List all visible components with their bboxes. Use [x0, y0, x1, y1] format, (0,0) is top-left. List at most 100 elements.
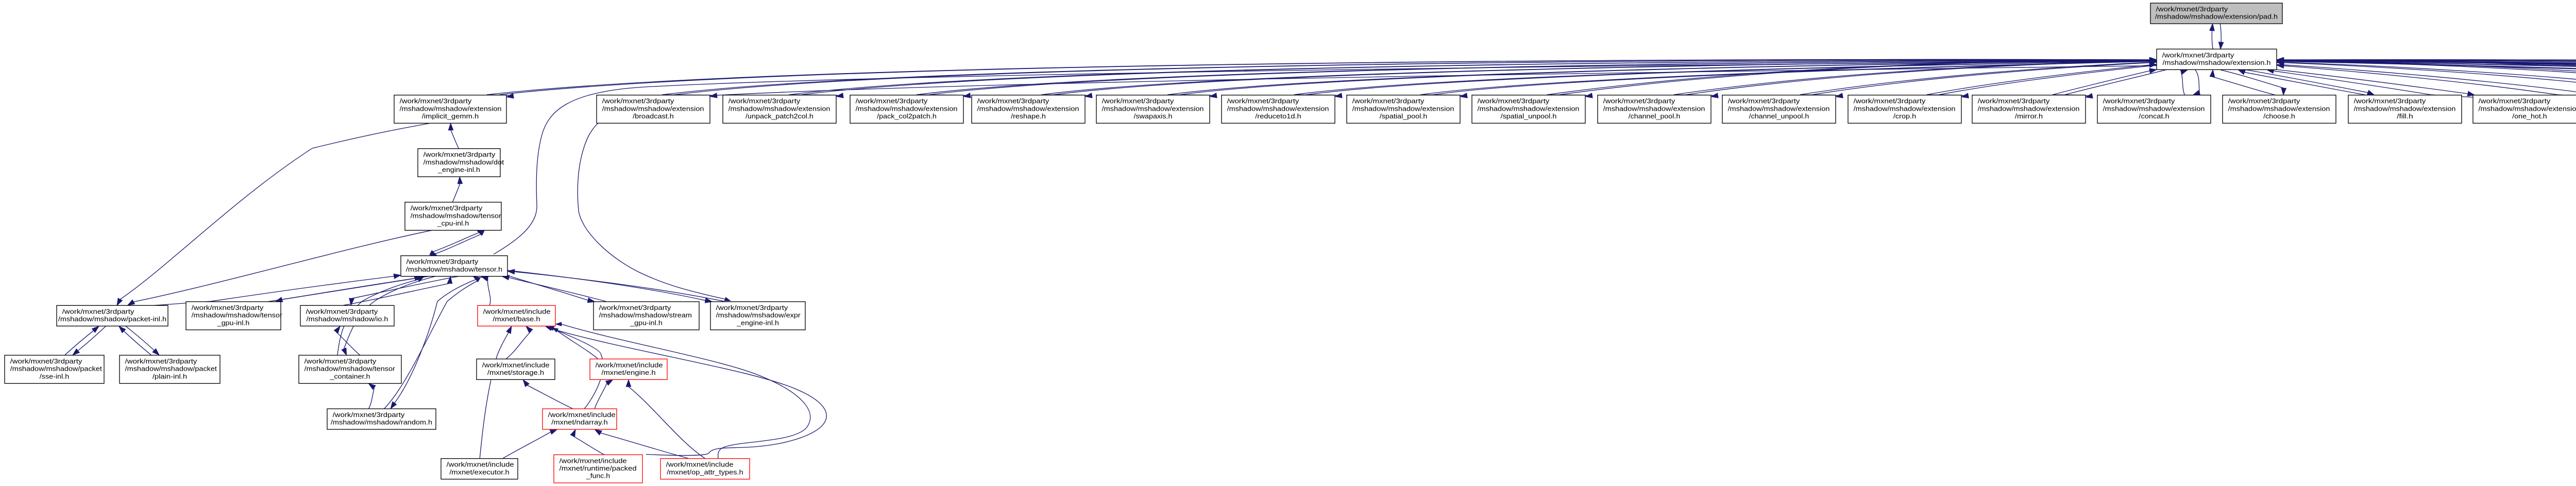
svg-text:/work/mxnet/include: /work/mxnet/include [548, 411, 616, 419]
svg-text:/mxnet/runtime/packed: /mxnet/runtime/packed [560, 464, 637, 472]
svg-text:/mshadow/mshadow/extension: /mshadow/mshadow/extension [1603, 105, 1705, 112]
svg-text:/work/mxnet/3rdparty: /work/mxnet/3rdparty [2479, 97, 2551, 105]
svg-text:_gpu-inl.h: _gpu-inl.h [630, 319, 663, 326]
svg-text:/work/mxnet/3rdparty: /work/mxnet/3rdparty [1102, 97, 1174, 105]
svg-text:/mshadow/mshadow/expr: /mshadow/mshadow/expr [716, 311, 801, 319]
svg-text:_gpu-inl.h: _gpu-inl.h [217, 319, 250, 326]
svg-text:_engine-inl.h: _engine-inl.h [736, 319, 779, 326]
svg-text:/one_hot.h: /one_hot.h [2512, 112, 2547, 120]
svg-text:/mshadow/mshadow/extension: /mshadow/mshadow/extension [856, 105, 958, 112]
svg-text:/mshadow/mshadow/extension: /mshadow/mshadow/extension [2228, 105, 2330, 112]
svg-text:/work/mxnet/3rdparty: /work/mxnet/3rdparty [716, 304, 788, 311]
svg-text:/work/mxnet/3rdparty: /work/mxnet/3rdparty [1728, 97, 1800, 105]
svg-text:/mshadow/mshadow/extension: /mshadow/mshadow/extension [602, 105, 704, 112]
svg-text:/work/mxnet/3rdparty: /work/mxnet/3rdparty [599, 304, 671, 311]
svg-text:/mshadow/mshadow/tensor: /mshadow/mshadow/tensor [411, 212, 502, 219]
svg-text:/mxnet/ndarray.h: /mxnet/ndarray.h [551, 419, 608, 426]
svg-text:/work/mxnet/include: /work/mxnet/include [447, 461, 514, 468]
svg-text:/mshadow/mshadow/packet: /mshadow/mshadow/packet [125, 365, 217, 373]
svg-text:/broadcast.h: /broadcast.h [633, 112, 674, 120]
svg-text:/mshadow/mshadow/extension: /mshadow/mshadow/extension [1352, 105, 1454, 112]
svg-text:/work/mxnet/include: /work/mxnet/include [482, 361, 550, 369]
svg-text:/work/mxnet/include: /work/mxnet/include [483, 307, 551, 315]
svg-text:/mshadow/mshadow/stream: /mshadow/mshadow/stream [599, 311, 692, 319]
svg-text:/work/mxnet/3rdparty: /work/mxnet/3rdparty [2228, 97, 2300, 105]
svg-text:/work/mxnet/3rdparty: /work/mxnet/3rdparty [1603, 97, 1675, 105]
svg-text:/mshadow/mshadow/extension: /mshadow/mshadow/extension [728, 105, 831, 112]
svg-text:/work/mxnet/3rdparty: /work/mxnet/3rdparty [406, 258, 479, 266]
svg-text:/choose.h: /choose.h [2263, 112, 2295, 120]
svg-text:/crop.h: /crop.h [1893, 112, 1916, 120]
svg-text:/work/mxnet/3rdparty: /work/mxnet/3rdparty [1854, 97, 1926, 105]
svg-text:/mshadow/mshadow/extension: /mshadow/mshadow/extension [2354, 105, 2456, 112]
svg-text:/mshadow/mshadow/extension.h: /mshadow/mshadow/extension.h [2163, 59, 2271, 66]
svg-text:/mxnet/storage.h: /mxnet/storage.h [487, 369, 544, 376]
svg-text:/fill.h: /fill.h [2397, 112, 2413, 120]
svg-text:/mshadow/mshadow/extension: /mshadow/mshadow/extension [1227, 105, 1329, 112]
svg-text:/mshadow/mshadow/extension: /mshadow/mshadow/extension [1978, 105, 2080, 112]
svg-text:/mshadow/mshadow/packet-inl.h: /mshadow/mshadow/packet-inl.h [58, 315, 166, 323]
svg-text:/channel_unpool.h: /channel_unpool.h [1749, 112, 1809, 120]
svg-text:/mshadow/mshadow/dot: /mshadow/mshadow/dot [423, 158, 504, 166]
svg-text:/plain-inl.h: /plain-inl.h [152, 372, 187, 380]
svg-text:/spatial_pool.h: /spatial_pool.h [1380, 112, 1428, 120]
svg-text:/work/mxnet/3rdparty: /work/mxnet/3rdparty [602, 97, 674, 105]
svg-text:/work/mxnet/3rdparty: /work/mxnet/3rdparty [192, 304, 264, 311]
svg-text:_container.h: _container.h [330, 372, 370, 380]
svg-text:/work/mxnet/3rdparty: /work/mxnet/3rdparty [1478, 97, 1550, 105]
svg-text:/work/mxnet/include: /work/mxnet/include [666, 461, 734, 468]
svg-text:/work/mxnet/3rdparty: /work/mxnet/3rdparty [1227, 97, 1299, 105]
svg-text:/work/mxnet/3rdparty: /work/mxnet/3rdparty [1352, 97, 1425, 105]
svg-text:/mshadow/mshadow/extension: /mshadow/mshadow/extension [1102, 105, 1204, 112]
svg-text:/sse-inl.h: /sse-inl.h [40, 372, 69, 380]
svg-text:/work/mxnet/3rdparty: /work/mxnet/3rdparty [2354, 97, 2426, 105]
svg-text:/mshadow/mshadow/extension: /mshadow/mshadow/extension [1854, 105, 1956, 112]
svg-text:/work/mxnet/3rdparty: /work/mxnet/3rdparty [411, 204, 483, 212]
svg-text:/mshadow/mshadow/extension: /mshadow/mshadow/extension [1478, 105, 1580, 112]
svg-text:/work/mxnet/3rdparty: /work/mxnet/3rdparty [1978, 97, 2050, 105]
svg-text:/concat.h: /concat.h [2139, 112, 2169, 120]
svg-text:/work/mxnet/3rdparty: /work/mxnet/3rdparty [10, 357, 82, 365]
svg-text:/channel_pool.h: /channel_pool.h [1629, 112, 1681, 120]
svg-text:/work/mxnet/3rdparty: /work/mxnet/3rdparty [125, 357, 197, 365]
svg-text:/spatial_unpool.h: /spatial_unpool.h [1501, 112, 1557, 120]
svg-text:/work/mxnet/3rdparty: /work/mxnet/3rdparty [2162, 51, 2234, 59]
svg-text:/implicit_gemm.h: /implicit_gemm.h [422, 112, 479, 120]
svg-text:/work/mxnet/3rdparty: /work/mxnet/3rdparty [423, 151, 496, 159]
svg-text:/work/mxnet/3rdparty: /work/mxnet/3rdparty [333, 411, 405, 419]
svg-text:/work/mxnet/3rdparty: /work/mxnet/3rdparty [306, 307, 378, 315]
svg-text:/work/mxnet/3rdparty: /work/mxnet/3rdparty [400, 97, 472, 105]
svg-text:/mshadow/mshadow/extension: /mshadow/mshadow/extension [2103, 105, 2205, 112]
svg-text:/work/mxnet/3rdparty: /work/mxnet/3rdparty [2156, 5, 2228, 13]
svg-text:/mshadow/mshadow/extension: /mshadow/mshadow/extension [977, 105, 1079, 112]
svg-text:/work/mxnet/3rdparty: /work/mxnet/3rdparty [856, 97, 928, 105]
svg-text:/mxnet/base.h: /mxnet/base.h [493, 315, 540, 323]
svg-text:/mshadow/mshadow/tensor: /mshadow/mshadow/tensor [192, 311, 283, 319]
svg-text:/mshadow/mshadow/tensor.h: /mshadow/mshadow/tensor.h [406, 265, 502, 273]
svg-text:/pack_col2patch.h: /pack_col2patch.h [877, 112, 937, 120]
svg-text:/work/mxnet/3rdparty: /work/mxnet/3rdparty [304, 357, 377, 365]
svg-text:/mshadow/mshadow/extension: /mshadow/mshadow/extension [400, 105, 502, 112]
svg-text:_cpu-inl.h: _cpu-inl.h [437, 219, 469, 227]
svg-text:/mshadow/mshadow/io.h: /mshadow/mshadow/io.h [307, 315, 388, 323]
svg-text:/mxnet/op_attr_types.h: /mxnet/op_attr_types.h [667, 468, 743, 476]
svg-text:/mshadow/mshadow/extension/pad: /mshadow/mshadow/extension/pad.h [2155, 13, 2278, 21]
svg-text:/work/mxnet/3rdparty: /work/mxnet/3rdparty [62, 307, 134, 315]
svg-text:/work/mxnet/3rdparty: /work/mxnet/3rdparty [728, 97, 801, 105]
svg-text:/work/mxnet/include: /work/mxnet/include [560, 457, 627, 464]
svg-text:/work/mxnet/3rdparty: /work/mxnet/3rdparty [2103, 97, 2175, 105]
svg-text:/reduceto1d.h: /reduceto1d.h [1255, 112, 1301, 120]
svg-text:/reshape.h: /reshape.h [1011, 112, 1046, 120]
svg-text:/mxnet/executor.h: /mxnet/executor.h [449, 468, 509, 476]
svg-text:/mxnet/engine.h: /mxnet/engine.h [601, 369, 655, 376]
svg-text:/unpack_patch2col.h: /unpack_patch2col.h [745, 112, 814, 120]
svg-text:/mshadow/mshadow/tensor: /mshadow/mshadow/tensor [304, 365, 396, 373]
svg-text:/swapaxis.h: /swapaxis.h [1133, 112, 1172, 120]
svg-text:/mshadow/mshadow/packet: /mshadow/mshadow/packet [10, 365, 103, 373]
svg-text:/work/mxnet/include: /work/mxnet/include [596, 361, 663, 369]
svg-text:/mirror.h: /mirror.h [2015, 112, 2043, 120]
svg-text:_func.h: _func.h [586, 472, 610, 480]
svg-text:_engine-inl.h: _engine-inl.h [437, 166, 480, 173]
svg-text:/mshadow/mshadow/extension: /mshadow/mshadow/extension [1728, 105, 1830, 112]
svg-text:/mshadow/mshadow/random.h: /mshadow/mshadow/random.h [331, 419, 432, 426]
